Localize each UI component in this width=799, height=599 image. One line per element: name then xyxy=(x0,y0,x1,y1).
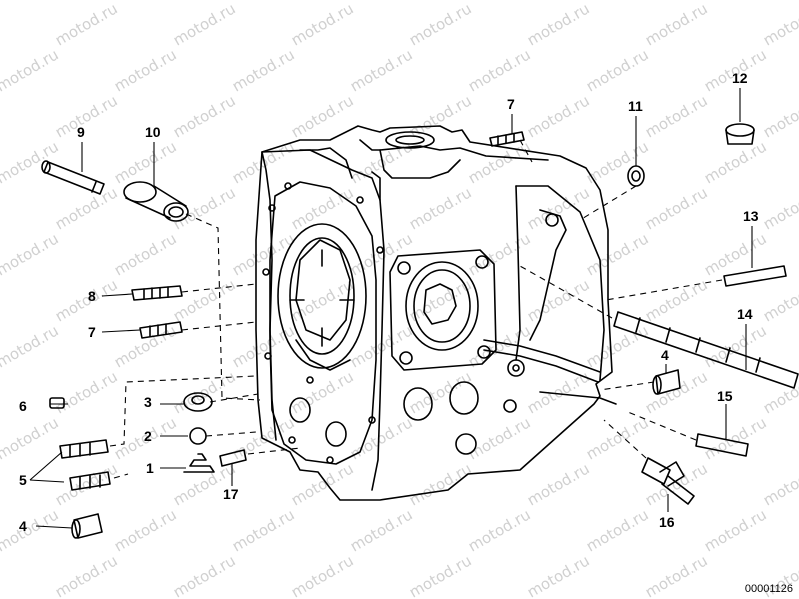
reference-code: 00001126 xyxy=(744,583,793,595)
part-11-ring xyxy=(627,165,645,187)
part-4-plug-right xyxy=(652,369,681,395)
lower-ports xyxy=(289,359,525,455)
part-16-sensor xyxy=(641,457,695,505)
crank-bore xyxy=(277,223,367,371)
label-part-7-top: 7 xyxy=(507,96,515,112)
crankcase-housing xyxy=(255,125,617,501)
label-part-13: 13 xyxy=(743,208,759,224)
label-part-7-left: 7 xyxy=(88,324,96,340)
label-part-5: 5 xyxy=(19,472,27,488)
part-2-ball xyxy=(189,427,207,445)
part-8-stud xyxy=(131,285,183,301)
part-3-nut xyxy=(183,392,213,412)
part-9-pin xyxy=(41,160,105,195)
label-part-4-right: 4 xyxy=(661,347,669,363)
label-part-4-left: 4 xyxy=(19,518,27,534)
part-14-long-stud xyxy=(613,311,799,389)
part-4-plug-left xyxy=(71,513,103,539)
label-part-2: 2 xyxy=(144,428,152,444)
part-7-stud-left xyxy=(139,321,183,339)
part-17-pin xyxy=(219,449,247,467)
label-part-3: 3 xyxy=(144,394,152,410)
label-part-6: 6 xyxy=(19,398,27,414)
part-10-sleeve xyxy=(123,181,189,222)
label-part-9: 9 xyxy=(77,124,85,140)
label-part-1: 1 xyxy=(146,460,154,476)
label-part-11: 11 xyxy=(628,98,643,114)
flange-bolt-holes xyxy=(262,182,384,464)
label-part-8: 8 xyxy=(88,288,96,304)
label-part-15: 15 xyxy=(717,388,733,404)
part-5-studs xyxy=(59,439,111,491)
part-6-plug xyxy=(49,397,65,409)
part-15-pin xyxy=(695,433,749,457)
label-part-10: 10 xyxy=(145,124,161,140)
label-part-16: 16 xyxy=(659,514,675,530)
label-part-12: 12 xyxy=(732,70,748,86)
part-7-stud-top xyxy=(489,131,525,147)
leader-lines xyxy=(29,88,753,529)
part-12-cap xyxy=(725,123,755,145)
cylinder-flange xyxy=(389,249,497,371)
part-13-rod xyxy=(723,265,787,287)
label-part-14: 14 xyxy=(737,306,753,322)
part-1-spring xyxy=(183,453,215,473)
label-part-17: 17 xyxy=(223,486,239,502)
